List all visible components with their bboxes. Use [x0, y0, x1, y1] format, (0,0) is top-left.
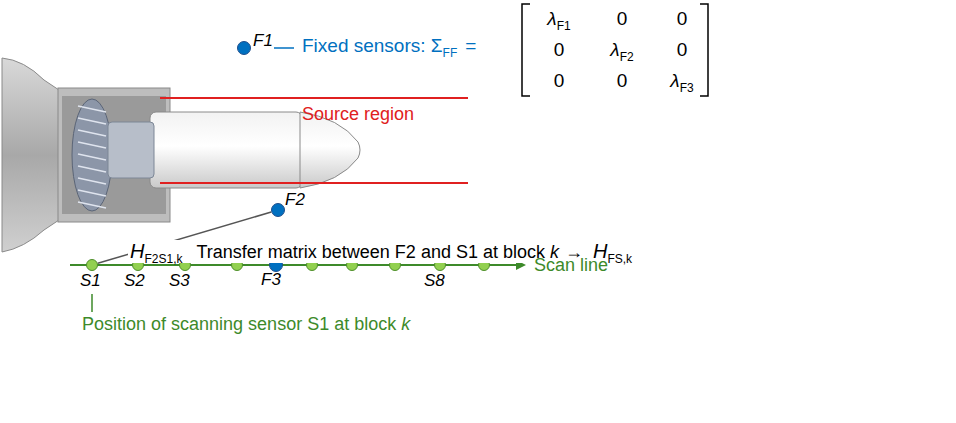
text-line: Scan line — [534, 255, 608, 276]
matrix-entry: λ — [547, 8, 556, 29]
matrix-cell: 0 — [554, 39, 565, 61]
label-text: Source region — [302, 104, 414, 124]
label-text: Position of scanning sensor S1 at block — [82, 314, 396, 334]
matrix-bracket-left — [522, 4, 530, 96]
fan-hub — [108, 122, 154, 178]
matrix-entry: 0 — [677, 8, 688, 29]
label-text: Fixed sensors: Σ — [302, 35, 443, 56]
matrix-entry: F3 — [680, 81, 694, 95]
label-text: Scan line — [534, 255, 608, 275]
matrix-cell: λF2 — [610, 39, 633, 61]
matrix-entry: 0 — [617, 70, 628, 91]
matrix-cell: λF3 — [670, 70, 693, 92]
sensor-label: S3 — [169, 272, 190, 289]
sensor-dot — [237, 41, 251, 55]
sensor-dot — [271, 203, 285, 217]
label-text: FF — [443, 46, 458, 60]
matrix-cell: 0 — [617, 8, 628, 30]
sensor-node: F2 — [271, 203, 285, 217]
sensor-label: S1 — [80, 272, 101, 289]
label-text: = — [465, 35, 476, 56]
sensor-label: F2 — [285, 191, 305, 208]
matrix-entry: 0 — [554, 39, 565, 60]
sensor-node: S1 — [86, 259, 98, 271]
label-text: k — [401, 314, 410, 334]
matrix-entry: 0 — [554, 70, 565, 91]
text-line: Fixed sensors: ΣFF = — [302, 35, 476, 57]
matrix-cell: 0 — [677, 39, 688, 61]
sensor-label: S8 — [424, 272, 445, 289]
fan-disc — [72, 99, 112, 211]
matrix-entry: F1 — [557, 19, 571, 33]
matrix-bracket-right — [700, 4, 708, 96]
fixed-sensor-leader — [274, 47, 294, 49]
matrix-entry: 0 — [677, 39, 688, 60]
sensor-node: F1 — [237, 41, 251, 55]
position-leader — [91, 294, 93, 312]
sensor-label: F3 — [261, 271, 281, 288]
text-line: Source region — [302, 104, 414, 125]
matrix-cell: 0 — [554, 70, 565, 92]
sensor-label: F1 — [253, 32, 273, 49]
matrix-cell: 0 — [677, 8, 688, 30]
matrix-entry: λ — [610, 39, 619, 60]
matrix-entry: F2 — [620, 50, 634, 64]
matrix-entry: λ — [670, 70, 679, 91]
matrix-cell: λF1 — [547, 8, 570, 30]
covariance-matrix: λF1000λF2000λF3 — [526, 3, 712, 96]
nacelle-inner — [62, 96, 166, 214]
source-region-bottom — [160, 182, 468, 184]
matrix-cell: 0 — [617, 70, 628, 92]
engine-core — [150, 112, 302, 188]
label-text: FS,k — [607, 252, 632, 266]
nacelle-duct — [58, 88, 170, 222]
matrix-entry: 0 — [617, 8, 628, 29]
label-text: H — [130, 240, 144, 262]
sensor-label: S2 — [124, 272, 145, 289]
source-region-top — [160, 97, 468, 99]
label-text: Transfer matrix between F2 and S1 at blo… — [196, 242, 545, 262]
text-line: Position of scanning sensor S1 at blockk — [82, 314, 410, 335]
sensor-dot — [86, 259, 98, 271]
fan-blades — [78, 106, 106, 208]
intake-bell — [2, 58, 62, 252]
label-text: F2S1,k — [144, 252, 182, 266]
